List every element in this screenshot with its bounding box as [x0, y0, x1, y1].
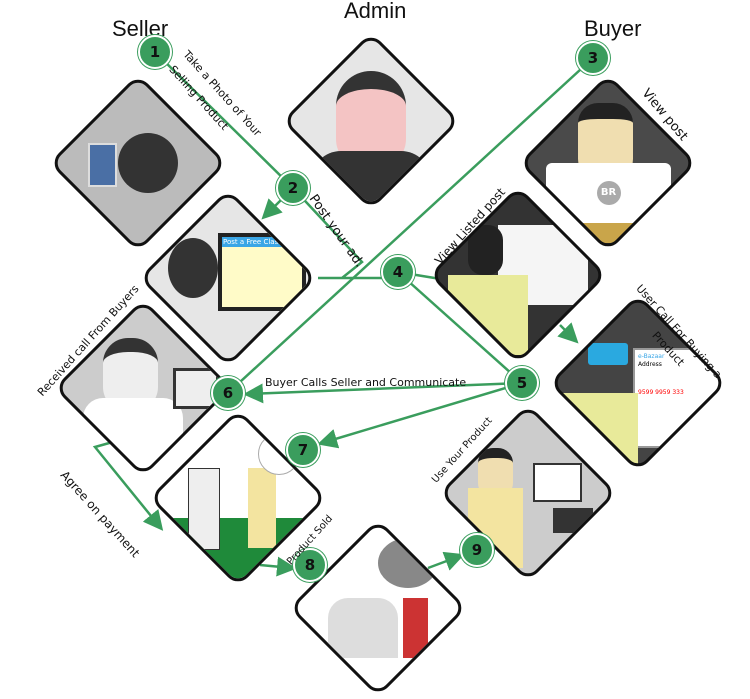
phone-text: 9599 9959 333 — [638, 389, 684, 396]
step-7: 7 — [286, 433, 320, 467]
step-2: 2 — [276, 171, 310, 205]
line-1-2 — [154, 51, 294, 189]
step-4: 4 — [381, 255, 415, 289]
step-6: 6 — [211, 376, 245, 410]
line-4-5 — [397, 271, 523, 384]
arrow-sold-8 — [259, 556, 297, 577]
step-1: 1 — [138, 35, 172, 69]
br-logo: BR — [596, 181, 621, 205]
arrow-5-7 — [317, 381, 523, 449]
arrow-5-6 — [243, 381, 523, 404]
arrow-8-9 — [427, 551, 465, 571]
arrow-listed-call — [557, 322, 579, 344]
line-3-6 — [227, 57, 594, 394]
step-9: 9 — [460, 533, 494, 567]
step-3: 3 — [576, 41, 610, 75]
label-buyer-calls: Buyer Calls Seller and Communicate — [265, 376, 467, 389]
line-2-4 — [292, 187, 398, 280]
admin-heading: Admin — [344, 0, 407, 23]
buyer-heading: Buyer — [584, 16, 642, 41]
step-5: 5 — [505, 366, 539, 400]
step-8: 8 — [293, 548, 327, 582]
